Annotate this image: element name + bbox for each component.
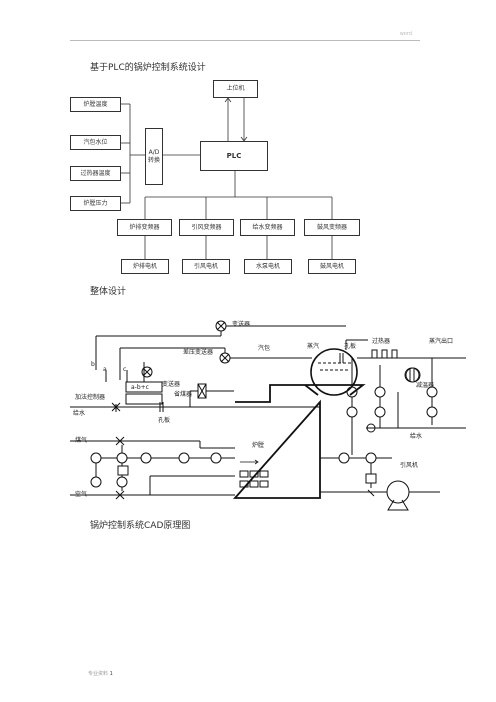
sensor-drum-level: 汽包水位	[70, 135, 121, 150]
cad-desuperheater: 减温器	[416, 382, 435, 389]
drive-induced: 引风变频器	[179, 219, 234, 236]
cad-steam: 蒸汽	[307, 343, 320, 350]
cad-furnace: 炉膛	[252, 442, 265, 449]
motor-grate: 炉排电机	[121, 259, 169, 274]
cad-orifice-top: 孔板	[344, 343, 357, 350]
motor-induced: 引风电机	[182, 259, 230, 274]
drum-shape	[310, 348, 358, 396]
cad-feedwater-left: 给水	[73, 410, 86, 417]
cad-economizer: 省煤器	[174, 391, 193, 398]
cad-induced-fan: 引风机	[400, 462, 419, 469]
cad-drum: 汽包	[258, 345, 271, 352]
cad-label-a: a	[103, 366, 107, 373]
cad-label-c: c	[123, 366, 127, 373]
cad-transmitter-top: 变送器	[232, 321, 251, 328]
caption-cad: 锅炉控制系统CAD原理图	[90, 521, 191, 531]
cad-feedwater-right: 给水	[410, 433, 423, 440]
cad-superheater: 过热器	[372, 338, 391, 345]
caption-overall: 整体设计	[90, 287, 127, 297]
drive-blower: 鼓风变频器	[304, 219, 360, 236]
drive-feedwater: 给水变频器	[240, 219, 295, 236]
cad-air: 空气	[75, 491, 88, 498]
header-label: word	[399, 31, 412, 37]
sensor-furnace-temp: 炉膛温度	[70, 97, 121, 112]
page-footer: 专业资料 1	[88, 670, 113, 677]
cad-transmitter-mid: 变送器	[162, 381, 181, 388]
header-rule	[70, 40, 420, 41]
cad-steam-out: 蒸汽出口	[429, 338, 454, 345]
footer-prefix: 专业资料	[88, 671, 109, 677]
drive-grate: 炉排变频器	[117, 219, 172, 236]
cad-gas: 煤气	[75, 437, 88, 444]
cad-label-b: b	[91, 361, 95, 368]
ad-converter: A/D 转换	[145, 128, 163, 185]
document-title: 基于PLC的锅炉控制系统设计	[90, 63, 206, 73]
upper-computer: 上位机	[213, 80, 258, 98]
cad-diff-pressure: 差压变送器	[183, 349, 214, 356]
sensor-superheater-temp: 过热器温度	[70, 166, 121, 181]
cad-adder-controller: 加法控制器	[75, 394, 106, 401]
cad-orifice-bottom: 孔板	[158, 417, 171, 424]
plc-box: PLC	[200, 141, 268, 171]
sensor-furnace-pressure: 炉膛压力	[70, 196, 121, 211]
footer-page-number: 1	[109, 671, 113, 677]
motor-blower: 鼓风电机	[308, 259, 356, 274]
motor-pump: 水泵电机	[244, 259, 292, 274]
cad-adder: a-b+c	[131, 384, 149, 391]
